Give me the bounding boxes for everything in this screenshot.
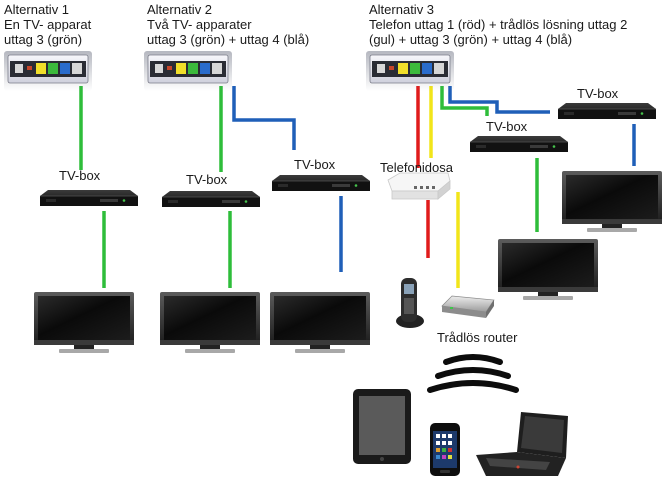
alt3-line3: (gul) + uttag 3 (grön) + uttag 4 (blå) xyxy=(369,32,573,47)
router-icon xyxy=(441,295,495,318)
alt1-header: Alternativ 1 En TV- apparat uttag 3 (grö… xyxy=(4,2,91,47)
wifi-waves-icon xyxy=(427,354,519,393)
alt1-line3: uttag 3 (grön) xyxy=(4,32,83,47)
router-label: Trådlös router xyxy=(437,330,518,345)
alt2-line3: uttag 3 (grön) + uttag 4 (blå) xyxy=(147,32,310,47)
tvbox-label: TV-box xyxy=(59,168,101,183)
alt2-title: Alternativ 2 xyxy=(147,2,213,17)
cordless-phone-icon xyxy=(396,278,424,328)
phone-outlet-icon xyxy=(387,172,451,200)
alt1-title: Alternativ 1 xyxy=(4,2,70,17)
blue-cable xyxy=(232,86,296,150)
fiber-media-converter-icon xyxy=(143,50,233,92)
phone-outlet-label: Telefonidosa xyxy=(380,160,453,175)
tvbox-label: TV-box xyxy=(186,172,228,187)
smartphone-icon xyxy=(430,423,460,476)
blue-cable xyxy=(448,86,550,114)
tablet-icon xyxy=(353,389,411,464)
tv-box-icon xyxy=(469,135,569,153)
alt2-header: Alternativ 2 Två TV- apparater uttag 3 (… xyxy=(147,2,309,47)
tv-screen-icon xyxy=(34,292,134,353)
tvbox-label: TV-box xyxy=(486,119,528,134)
tvbox-label: TV-box xyxy=(577,86,619,101)
tv-box-icon xyxy=(161,190,261,208)
alt3-title: Alternativ 3 xyxy=(369,2,435,17)
alt3-header: Alternativ 3 Telefon uttag 1 (röd) + trå… xyxy=(369,2,627,47)
tv-screen-icon xyxy=(498,239,598,300)
tv-box-icon xyxy=(39,189,139,207)
tv-screen-icon xyxy=(270,292,370,353)
alt3-line2: Telefon uttag 1 (röd) + trådlös lösning … xyxy=(369,17,628,32)
tv-screen-icon xyxy=(160,292,260,353)
tvbox-label: TV-box xyxy=(294,157,336,172)
alt1-line2: En TV- apparat xyxy=(4,17,92,32)
fiber-media-converter-icon xyxy=(365,50,455,92)
tv-box-icon xyxy=(271,174,371,192)
fiber-media-converter-icon xyxy=(3,50,93,92)
tv-box-icon xyxy=(557,102,657,120)
green-cable xyxy=(440,86,489,116)
laptop-icon xyxy=(476,412,568,476)
tv-screen-icon xyxy=(562,171,662,232)
alt2-line2: Två TV- apparater xyxy=(147,17,252,32)
